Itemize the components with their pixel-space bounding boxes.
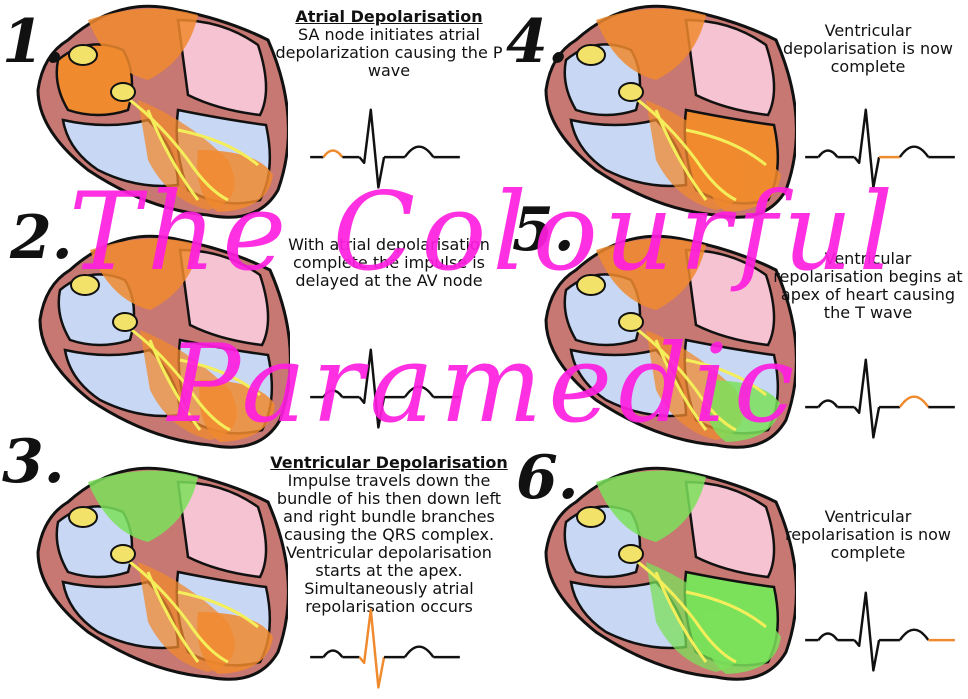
- heart-illustration: [544, 234, 798, 449]
- stage-heading: Atrial Depolarisation: [295, 7, 483, 26]
- sa-node: [576, 274, 606, 296]
- heart-container: [30, 230, 292, 464]
- ecg-segment-p: [322, 149, 344, 158]
- ecg-trace: [310, 608, 460, 689]
- ecg-segment-qrs: [853, 591, 881, 672]
- conduction-pathway: [630, 323, 767, 432]
- heart-container: [536, 0, 798, 234]
- ecg-container: [800, 105, 960, 199]
- conduction-pathway: [630, 555, 767, 664]
- atrial-region: [88, 470, 198, 542]
- heart-container: [28, 0, 290, 234]
- stage-description: Ventricular depolarisation is now comple…: [783, 21, 953, 76]
- stage-description: Ventricular repolarisation begins at ape…: [773, 249, 963, 322]
- ecg-trace: [805, 108, 955, 189]
- atrial-region: [596, 470, 706, 542]
- stage-number: 1.: [2, 7, 65, 77]
- ecg-segment-t: [898, 395, 930, 408]
- ecg-segment-qrs: [358, 608, 386, 689]
- stage-number: 6.: [516, 443, 579, 513]
- av-node: [112, 312, 138, 332]
- ecg-segment-t: [403, 145, 435, 158]
- heart-illustration: [36, 466, 290, 681]
- ecg-container: [305, 105, 465, 199]
- stage-number: 4.: [506, 7, 569, 77]
- stage-number: 5.: [512, 195, 575, 265]
- stage-heading: Ventricular Depolarisation: [270, 453, 508, 472]
- ecg-segment-p: [322, 649, 344, 658]
- left-atrium: [684, 480, 776, 579]
- conduction-pathway: [630, 93, 767, 202]
- ecg-container: [305, 605, 465, 699]
- sa-node: [68, 44, 98, 66]
- stage-description: SA node initiates atrial depolarization …: [275, 25, 503, 80]
- apex-region: [197, 150, 273, 212]
- ecg-segment-t: [403, 385, 435, 398]
- ecg-segment-t: [898, 628, 930, 641]
- stage-description: Ventricular repolarisation is now comple…: [784, 507, 952, 562]
- left-atrium: [178, 248, 270, 347]
- ecg-segment-qrs: [358, 348, 386, 429]
- ecg-container: [800, 588, 960, 682]
- stage-description: With atrial depolarisation complete the …: [288, 235, 490, 290]
- apex-region: [705, 380, 781, 442]
- av-node: [110, 82, 136, 102]
- stage-caption: Ventricular repolarisation is now comple…: [768, 508, 968, 562]
- ecg-container: [800, 355, 960, 449]
- ecg-trace: [310, 348, 460, 429]
- atrial-region: [88, 8, 198, 81]
- heart-illustration: [544, 4, 798, 219]
- sa-node: [70, 274, 100, 296]
- sa-node: [576, 44, 606, 66]
- atrial-region: [90, 238, 200, 310]
- heart-illustration: [544, 466, 798, 681]
- av-node: [110, 544, 136, 564]
- av-node: [618, 544, 644, 564]
- stage-caption: Ventricular repolarisation begins at ape…: [768, 250, 968, 322]
- heart-container: [536, 230, 798, 464]
- sa-node: [68, 506, 98, 528]
- ecg-trace: [805, 591, 955, 672]
- ecg-segment-t: [403, 645, 435, 658]
- ecg-segment-qrs: [853, 108, 881, 189]
- apex-region: [705, 612, 781, 674]
- heart-illustration: [36, 4, 290, 219]
- apex-region: [197, 612, 273, 674]
- ecg-segment-p: [817, 399, 839, 408]
- apex-region: [705, 150, 781, 212]
- heart-illustration: [38, 234, 292, 449]
- stage-number: 2.: [10, 203, 73, 273]
- heart-container: [536, 462, 798, 696]
- left-atrium: [684, 248, 776, 347]
- ecg-segment-qrs: [358, 108, 386, 189]
- ecg-trace: [805, 358, 955, 439]
- atrial-region: [596, 238, 706, 310]
- stage-caption: Atrial Depolarisation SA node initiates …: [262, 8, 516, 80]
- heart-container: [28, 462, 290, 696]
- conduction-pathway: [122, 555, 259, 664]
- stage-number: 3.: [2, 427, 65, 497]
- stage-caption: Ventricular Depolarisation Impulse trave…: [262, 454, 516, 616]
- left-atrium: [176, 18, 268, 117]
- conduction-pathway: [124, 323, 261, 432]
- stage-description: Impulse travels down the bundle of his t…: [276, 471, 502, 616]
- av-node: [618, 312, 644, 332]
- ecg-trace: [310, 108, 460, 189]
- ecg-segment-p: [817, 149, 839, 158]
- conduction-pathway: [122, 93, 259, 202]
- ecg-segment-qrs: [853, 358, 881, 439]
- ecg-segment-p: [817, 632, 839, 641]
- left-atrium: [176, 480, 268, 579]
- sa-node: [576, 506, 606, 528]
- left-atrium: [684, 18, 776, 117]
- atrial-region: [596, 8, 706, 81]
- ecg-segment-t: [898, 145, 930, 158]
- apex-region: [199, 380, 275, 442]
- av-node: [618, 82, 644, 102]
- stage-caption: With atrial depolarisation complete the …: [262, 236, 516, 290]
- ecg-container: [305, 345, 465, 439]
- ecg-segment-p: [322, 389, 344, 398]
- stage-caption: Ventricular depolarisation is now comple…: [768, 22, 968, 76]
